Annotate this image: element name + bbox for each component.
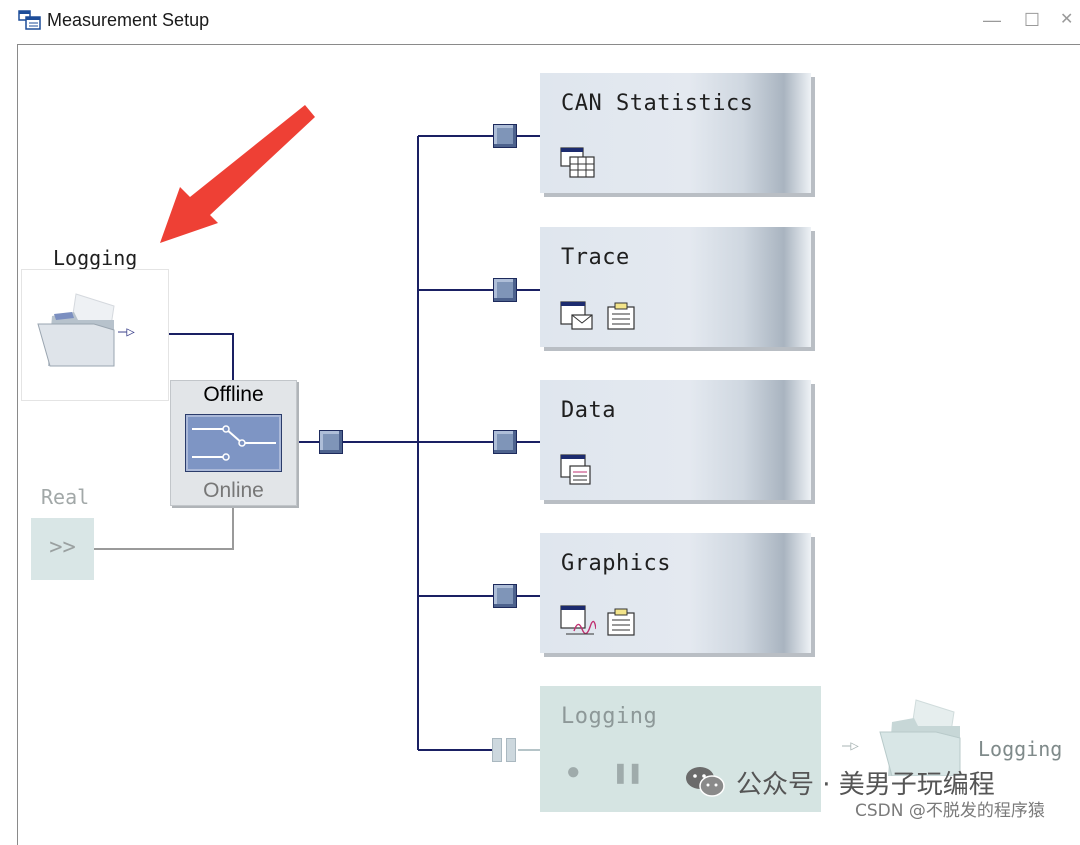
window-title: Measurement Setup	[47, 10, 210, 30]
connector-trace[interactable]	[493, 278, 517, 302]
block-title: Logging	[561, 704, 658, 729]
connector-graphics[interactable]	[493, 584, 517, 608]
pause-icon[interactable]: ❚❚	[612, 762, 643, 784]
logging-source-block[interactable]: —▷	[21, 269, 169, 401]
can-statistics-block[interactable]: CAN Statistics	[540, 73, 811, 193]
annotation-arrow	[160, 105, 315, 243]
config-notepad-icon[interactable]	[606, 301, 636, 331]
wiring	[94, 135, 540, 751]
logging-block-disabled[interactable]: Logging ● ❚❚	[540, 686, 821, 812]
data-block[interactable]: Data	[540, 380, 811, 500]
block-title: Graphics	[561, 551, 671, 576]
block-title: Data	[561, 398, 616, 423]
maximize-button[interactable]: ☐	[1023, 10, 1041, 30]
connector-logging-paused[interactable]	[492, 738, 518, 762]
record-icon[interactable]: ●	[566, 758, 581, 785]
real-source-button[interactable]: >>	[31, 518, 94, 580]
graphics-block[interactable]: Graphics	[540, 533, 811, 653]
block-title: CAN Statistics	[561, 91, 754, 116]
logging-output-arrow: —▷	[842, 738, 859, 754]
trace-window-icon[interactable]	[560, 301, 594, 331]
close-button[interactable]: ✕	[1060, 11, 1074, 28]
statistics-icon[interactable]	[560, 147, 596, 179]
switch-icon	[185, 414, 282, 472]
logging-output-label: Logging	[978, 737, 1063, 761]
connector-can-statistics[interactable]	[493, 124, 517, 148]
offline-online-switch[interactable]: Offline Online	[170, 380, 297, 506]
online-label: Online	[203, 479, 264, 502]
logging-source-label: Logging	[53, 246, 138, 270]
trace-block[interactable]: Trace	[540, 227, 811, 347]
wechat-watermark: 公众号 · 美男子玩编程	[736, 770, 995, 800]
title-bar: Measurement Setup — ☐ ✕	[0, 0, 1080, 40]
csdn-watermark: CSDN @不脱发的程序猿	[855, 801, 1045, 821]
logging-output-folder-icon[interactable]	[876, 696, 966, 776]
folder-icon	[37, 293, 115, 367]
real-source-label: Real	[41, 485, 90, 509]
block-title: Trace	[561, 245, 630, 270]
graphics-window-icon[interactable]	[560, 605, 596, 637]
logging-source-arrow: —▷	[118, 324, 135, 340]
connector-data[interactable]	[493, 430, 517, 454]
minimize-button[interactable]: —	[983, 10, 1001, 30]
offline-label: Offline	[203, 383, 264, 406]
measurement-setup-icon	[18, 10, 41, 30]
bus-connector-main[interactable]	[319, 430, 343, 454]
config-notepad-icon[interactable]	[606, 607, 636, 637]
data-window-icon[interactable]	[560, 454, 594, 486]
wechat-icon	[686, 767, 725, 797]
